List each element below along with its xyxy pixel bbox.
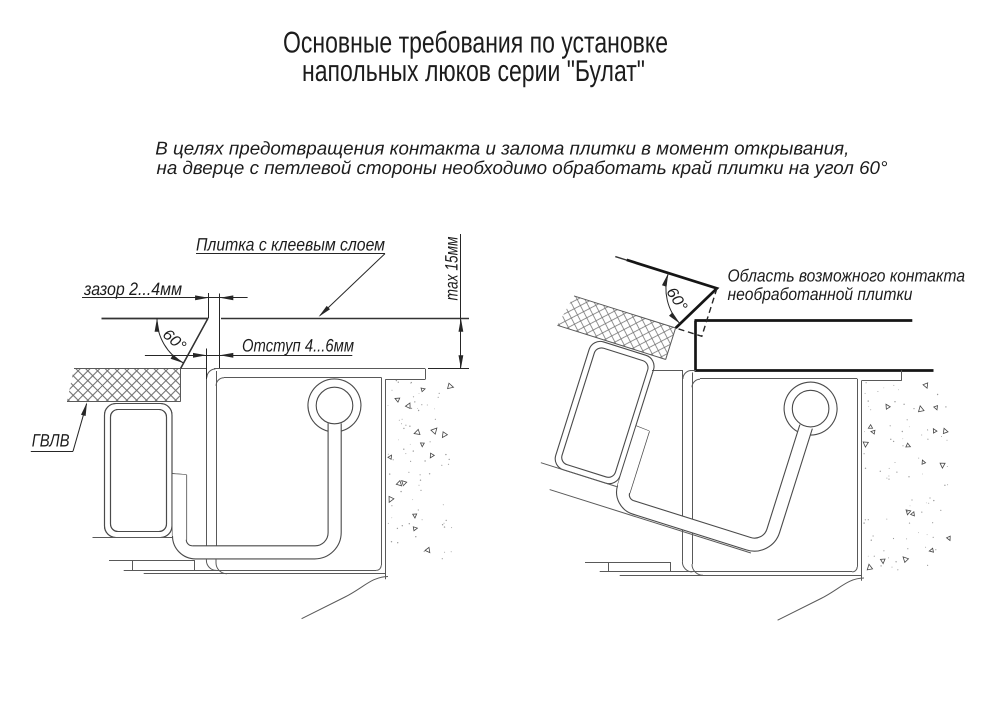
svg-text:зазор 2...4мм: зазор 2...4мм [83,279,182,299]
svg-text:В целях предотвращения контакт: В целях предотвращения контакта и залома… [155,138,849,159]
svg-text:Основные требования по установ: Основные требования по установке [283,27,668,60]
svg-text:max 15мм: max 15мм [442,237,462,301]
svg-text:необработанной плитки: необработанной плитки [728,284,913,304]
svg-text:Отступ 4...6мм: Отступ 4...6мм [242,336,354,356]
svg-text:Плитка с клеевым слоем: Плитка с клеевым слоем [196,235,385,255]
svg-text:ГВЛВ: ГВЛВ [32,431,70,451]
svg-text:на дверце с петлевой стороны н: на дверце с петлевой стороны необходимо … [157,157,888,178]
svg-text:Область возможного контакта: Область возможного контакта [728,266,966,286]
svg-text:напольных люков серии "Булат": напольных люков серии "Булат" [302,55,645,88]
